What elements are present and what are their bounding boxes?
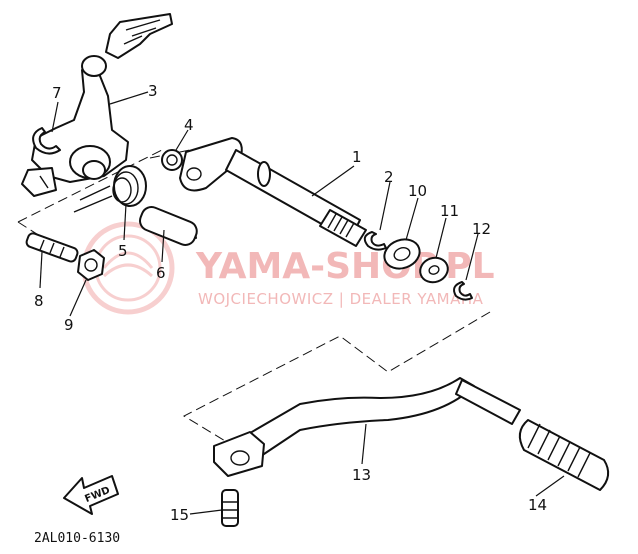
part-torsion-spring [73, 165, 147, 213]
part-pin [139, 206, 198, 246]
part-shift-pedal [213, 377, 521, 477]
part-pedal-rubber [518, 419, 610, 491]
watermark-subtitle: WOJCIECHOWICZ | DEALER YAMAHA [198, 290, 484, 308]
callout-5: 5 [118, 242, 128, 260]
part-nut [77, 249, 105, 281]
callout-1: 1 [352, 148, 362, 166]
diagram-code: 2AL010-6130 [34, 531, 120, 546]
watermark-brand: YAMA-SHOP.PL [195, 246, 495, 287]
part-washer [419, 256, 449, 284]
callout-2: 2 [384, 168, 394, 186]
callout-14: 14 [528, 496, 547, 514]
part-circlip-2 [363, 231, 387, 251]
callout-7: 7 [52, 84, 62, 102]
callout-15: 15 [170, 506, 189, 524]
part-oil-seal [383, 238, 421, 270]
callout-10: 10 [408, 182, 427, 200]
callout-11: 11 [440, 202, 459, 220]
part-pedal-bolt [221, 489, 239, 527]
callout-13: 13 [352, 466, 371, 484]
part-circlip-12 [453, 281, 473, 301]
part-shift-arm [21, 13, 173, 197]
callout-4: 4 [184, 116, 194, 134]
part-circlip-7 [32, 127, 61, 155]
part-collar [161, 149, 183, 171]
callout-8: 8 [34, 292, 44, 310]
fwd-arrow-icon: FWD [63, 475, 119, 515]
callout-9: 9 [64, 316, 74, 334]
part-shift-shaft [179, 137, 367, 247]
callout-12: 12 [472, 220, 491, 238]
callout-3: 3 [148, 82, 158, 100]
part-bolt [25, 232, 79, 263]
leader-lines [39, 91, 565, 515]
callout-6: 6 [156, 264, 166, 282]
